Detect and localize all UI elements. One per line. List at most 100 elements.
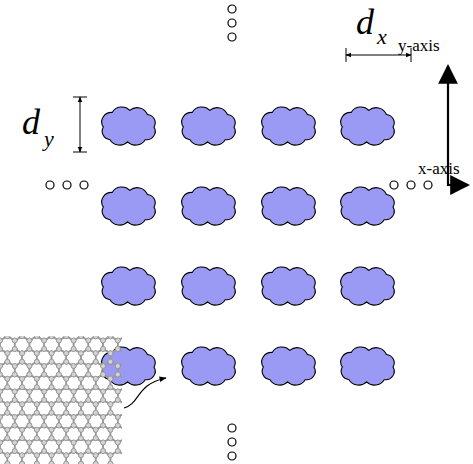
lattice-atom bbox=[42, 338, 47, 343]
lattice-atom bbox=[108, 359, 113, 364]
cloud-array bbox=[102, 107, 395, 385]
lattice-atom bbox=[93, 359, 98, 364]
lattice-atom bbox=[71, 364, 76, 369]
lattice-atom bbox=[86, 423, 91, 428]
lattice-atom bbox=[27, 364, 32, 369]
lattice-atom bbox=[20, 461, 25, 464]
lattice-atom bbox=[20, 402, 25, 407]
lattice-atom bbox=[49, 427, 54, 432]
lattice-atom bbox=[108, 385, 113, 390]
lattice-atom bbox=[79, 351, 84, 356]
lattice-atom bbox=[93, 402, 98, 407]
lattice-atom bbox=[56, 423, 61, 428]
lattice-atom bbox=[20, 453, 25, 458]
lattice-atom bbox=[49, 359, 54, 364]
lattice-atom bbox=[101, 449, 106, 454]
lattice-atom bbox=[86, 398, 91, 403]
lattice-atom bbox=[86, 449, 91, 454]
lattice-atom bbox=[93, 336, 98, 339]
lattice-atom bbox=[93, 453, 98, 458]
lattice-atom bbox=[49, 359, 54, 364]
lattice-atom bbox=[49, 436, 54, 441]
lattice-atom bbox=[64, 351, 69, 356]
dimension-symbol: d bbox=[356, 4, 374, 40]
lattice-atom bbox=[108, 376, 113, 381]
lattice-atom bbox=[12, 449, 17, 454]
lattice-atom bbox=[0, 398, 2, 403]
lattice-atom bbox=[12, 398, 17, 403]
lattice-atom bbox=[27, 449, 32, 454]
lattice-atom bbox=[20, 436, 25, 441]
lattice-atom bbox=[115, 338, 120, 343]
lattice-atom bbox=[12, 449, 17, 454]
lattice-atom bbox=[71, 423, 76, 428]
lattice-atom bbox=[5, 453, 10, 458]
lattice-atom bbox=[56, 347, 61, 352]
lattice-atom bbox=[79, 359, 84, 364]
lattice-atom bbox=[42, 372, 47, 377]
lattice-atom bbox=[93, 453, 98, 458]
lattice-atom bbox=[20, 402, 25, 407]
lattice-atom bbox=[86, 449, 91, 454]
lattice-atom bbox=[79, 410, 84, 415]
lattice-atom bbox=[49, 385, 54, 390]
lattice-atom bbox=[64, 453, 69, 458]
lattice-atom bbox=[101, 398, 106, 403]
lattice-atom bbox=[12, 389, 17, 394]
lattice-atom bbox=[27, 389, 32, 394]
lattice-atom bbox=[101, 398, 106, 403]
lattice-atom bbox=[56, 415, 61, 420]
lattice-atom bbox=[93, 436, 98, 441]
axis-label: x-axis bbox=[418, 160, 460, 177]
lattice-atom bbox=[34, 402, 39, 407]
lattice-atom bbox=[101, 389, 106, 394]
lattice-atom bbox=[101, 415, 106, 420]
lattice-atom bbox=[71, 449, 76, 454]
lattice-atom bbox=[27, 372, 32, 377]
lattice-atom bbox=[101, 364, 106, 369]
lattice-atom bbox=[12, 440, 17, 445]
lattice-atom bbox=[79, 453, 84, 458]
lattice-atom bbox=[108, 402, 113, 407]
lattice-atom bbox=[86, 338, 91, 343]
lattice-atom bbox=[108, 376, 113, 381]
lattice-atom bbox=[56, 449, 61, 454]
lattice-atom bbox=[79, 453, 84, 458]
lattice-atom bbox=[20, 410, 25, 415]
lattice-atom bbox=[115, 415, 120, 420]
lattice-atom bbox=[0, 338, 2, 343]
lattice-atom bbox=[42, 338, 47, 343]
lattice-atom bbox=[115, 389, 120, 394]
lattice-atom bbox=[27, 347, 32, 352]
lattice-atom bbox=[12, 347, 17, 352]
lattice-atom bbox=[20, 359, 25, 364]
lattice-atom bbox=[93, 385, 98, 390]
lattice-atom bbox=[71, 364, 76, 369]
lattice-atom bbox=[49, 461, 54, 464]
lattice-atom bbox=[5, 461, 10, 464]
lattice-atom bbox=[115, 415, 120, 420]
lattice-atom bbox=[108, 453, 113, 458]
lattice-atom bbox=[101, 347, 106, 352]
dimension-subscript: x bbox=[377, 26, 387, 48]
lattice-atom bbox=[93, 436, 98, 441]
lattice-atom bbox=[108, 436, 113, 441]
lattice-atom bbox=[12, 347, 17, 352]
lattice-atom bbox=[34, 359, 39, 364]
lattice-atom bbox=[115, 423, 120, 428]
lattice-atom bbox=[5, 402, 10, 407]
lattice-atom bbox=[27, 398, 32, 403]
lattice-atom bbox=[34, 427, 39, 432]
lattice-atom bbox=[108, 336, 113, 339]
lattice-atom bbox=[49, 351, 54, 356]
lattice-atom bbox=[5, 436, 10, 441]
lattice-atom bbox=[108, 402, 113, 407]
lattice-atom bbox=[20, 359, 25, 364]
lattice-atom bbox=[108, 336, 113, 339]
lattice-atom bbox=[79, 336, 84, 339]
lattice-atom bbox=[5, 453, 10, 458]
lattice-atom bbox=[71, 423, 76, 428]
lattice-atom bbox=[101, 440, 106, 445]
leader-arrow bbox=[124, 378, 166, 408]
lattice-atom bbox=[0, 364, 2, 369]
